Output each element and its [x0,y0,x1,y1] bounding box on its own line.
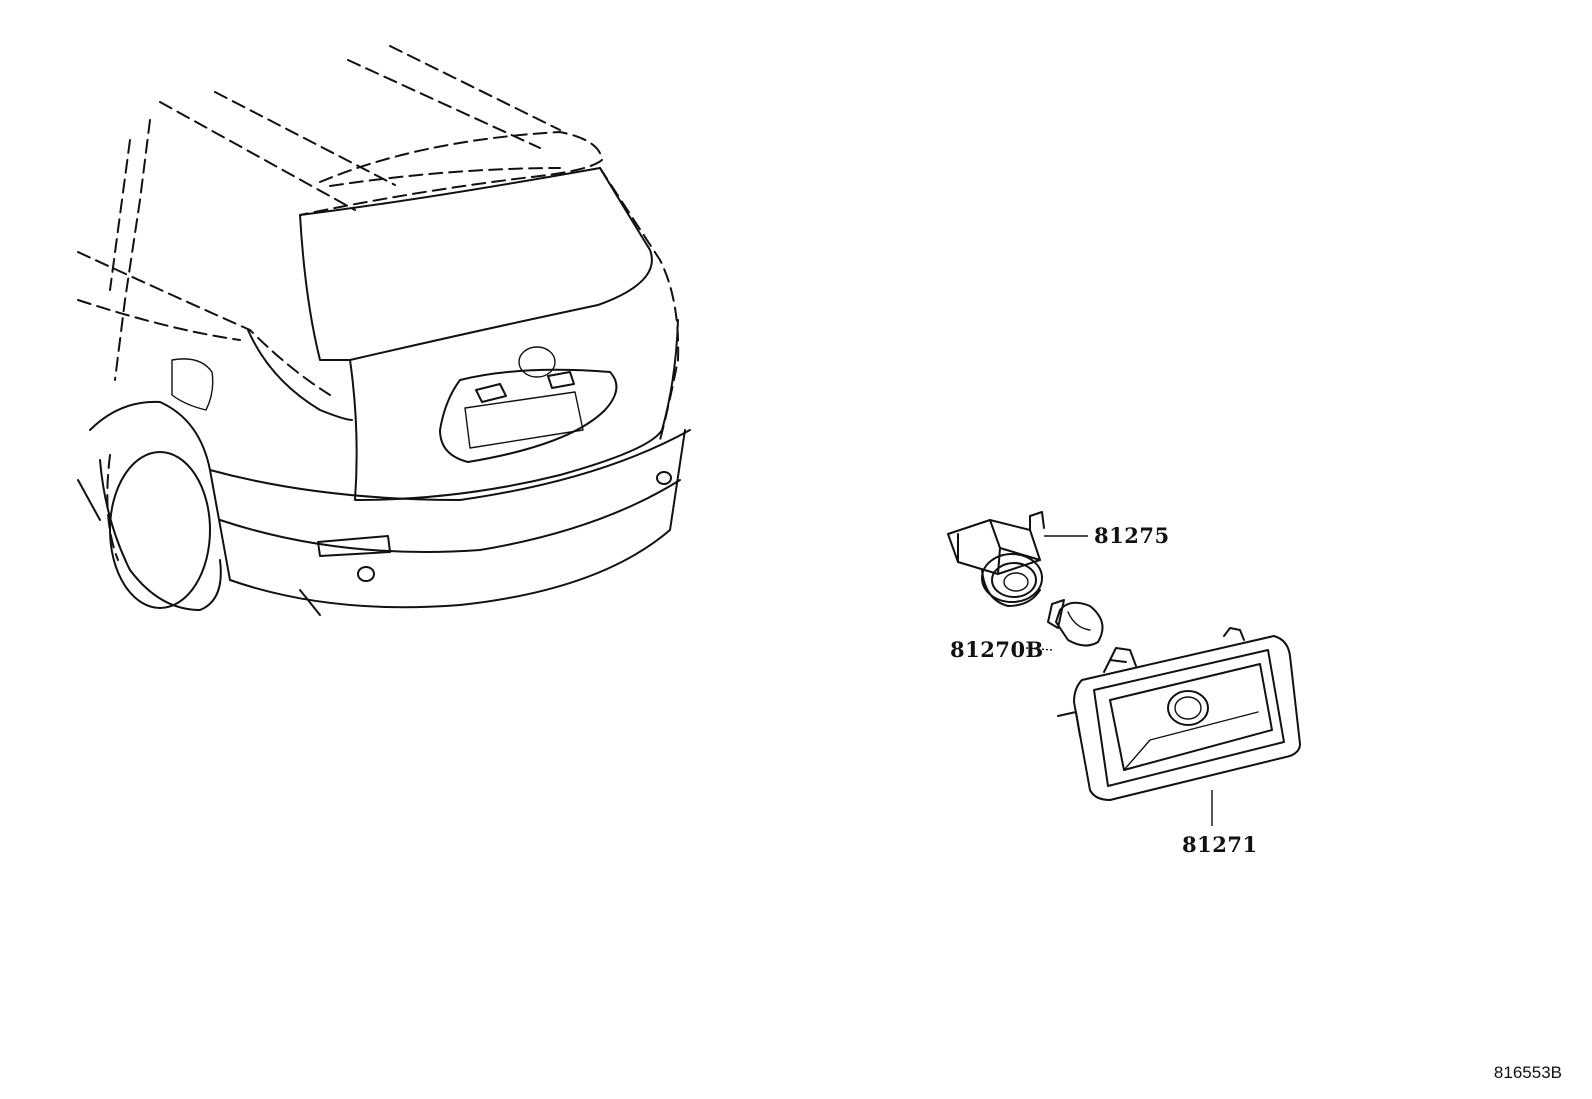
bulb-part [1047,599,1104,647]
lens-housing-part [1057,627,1301,801]
figure-code: 816553B [1493,1063,1562,1082]
vehicle-rear-illustration [77,45,691,616]
lens-part-number: 81271 [1182,832,1258,857]
socket-part [947,511,1045,607]
socket-part-number: 81275 [1094,523,1170,548]
callout-leaders [1025,535,1213,826]
bulb-part-number: 81270B [950,637,1044,662]
